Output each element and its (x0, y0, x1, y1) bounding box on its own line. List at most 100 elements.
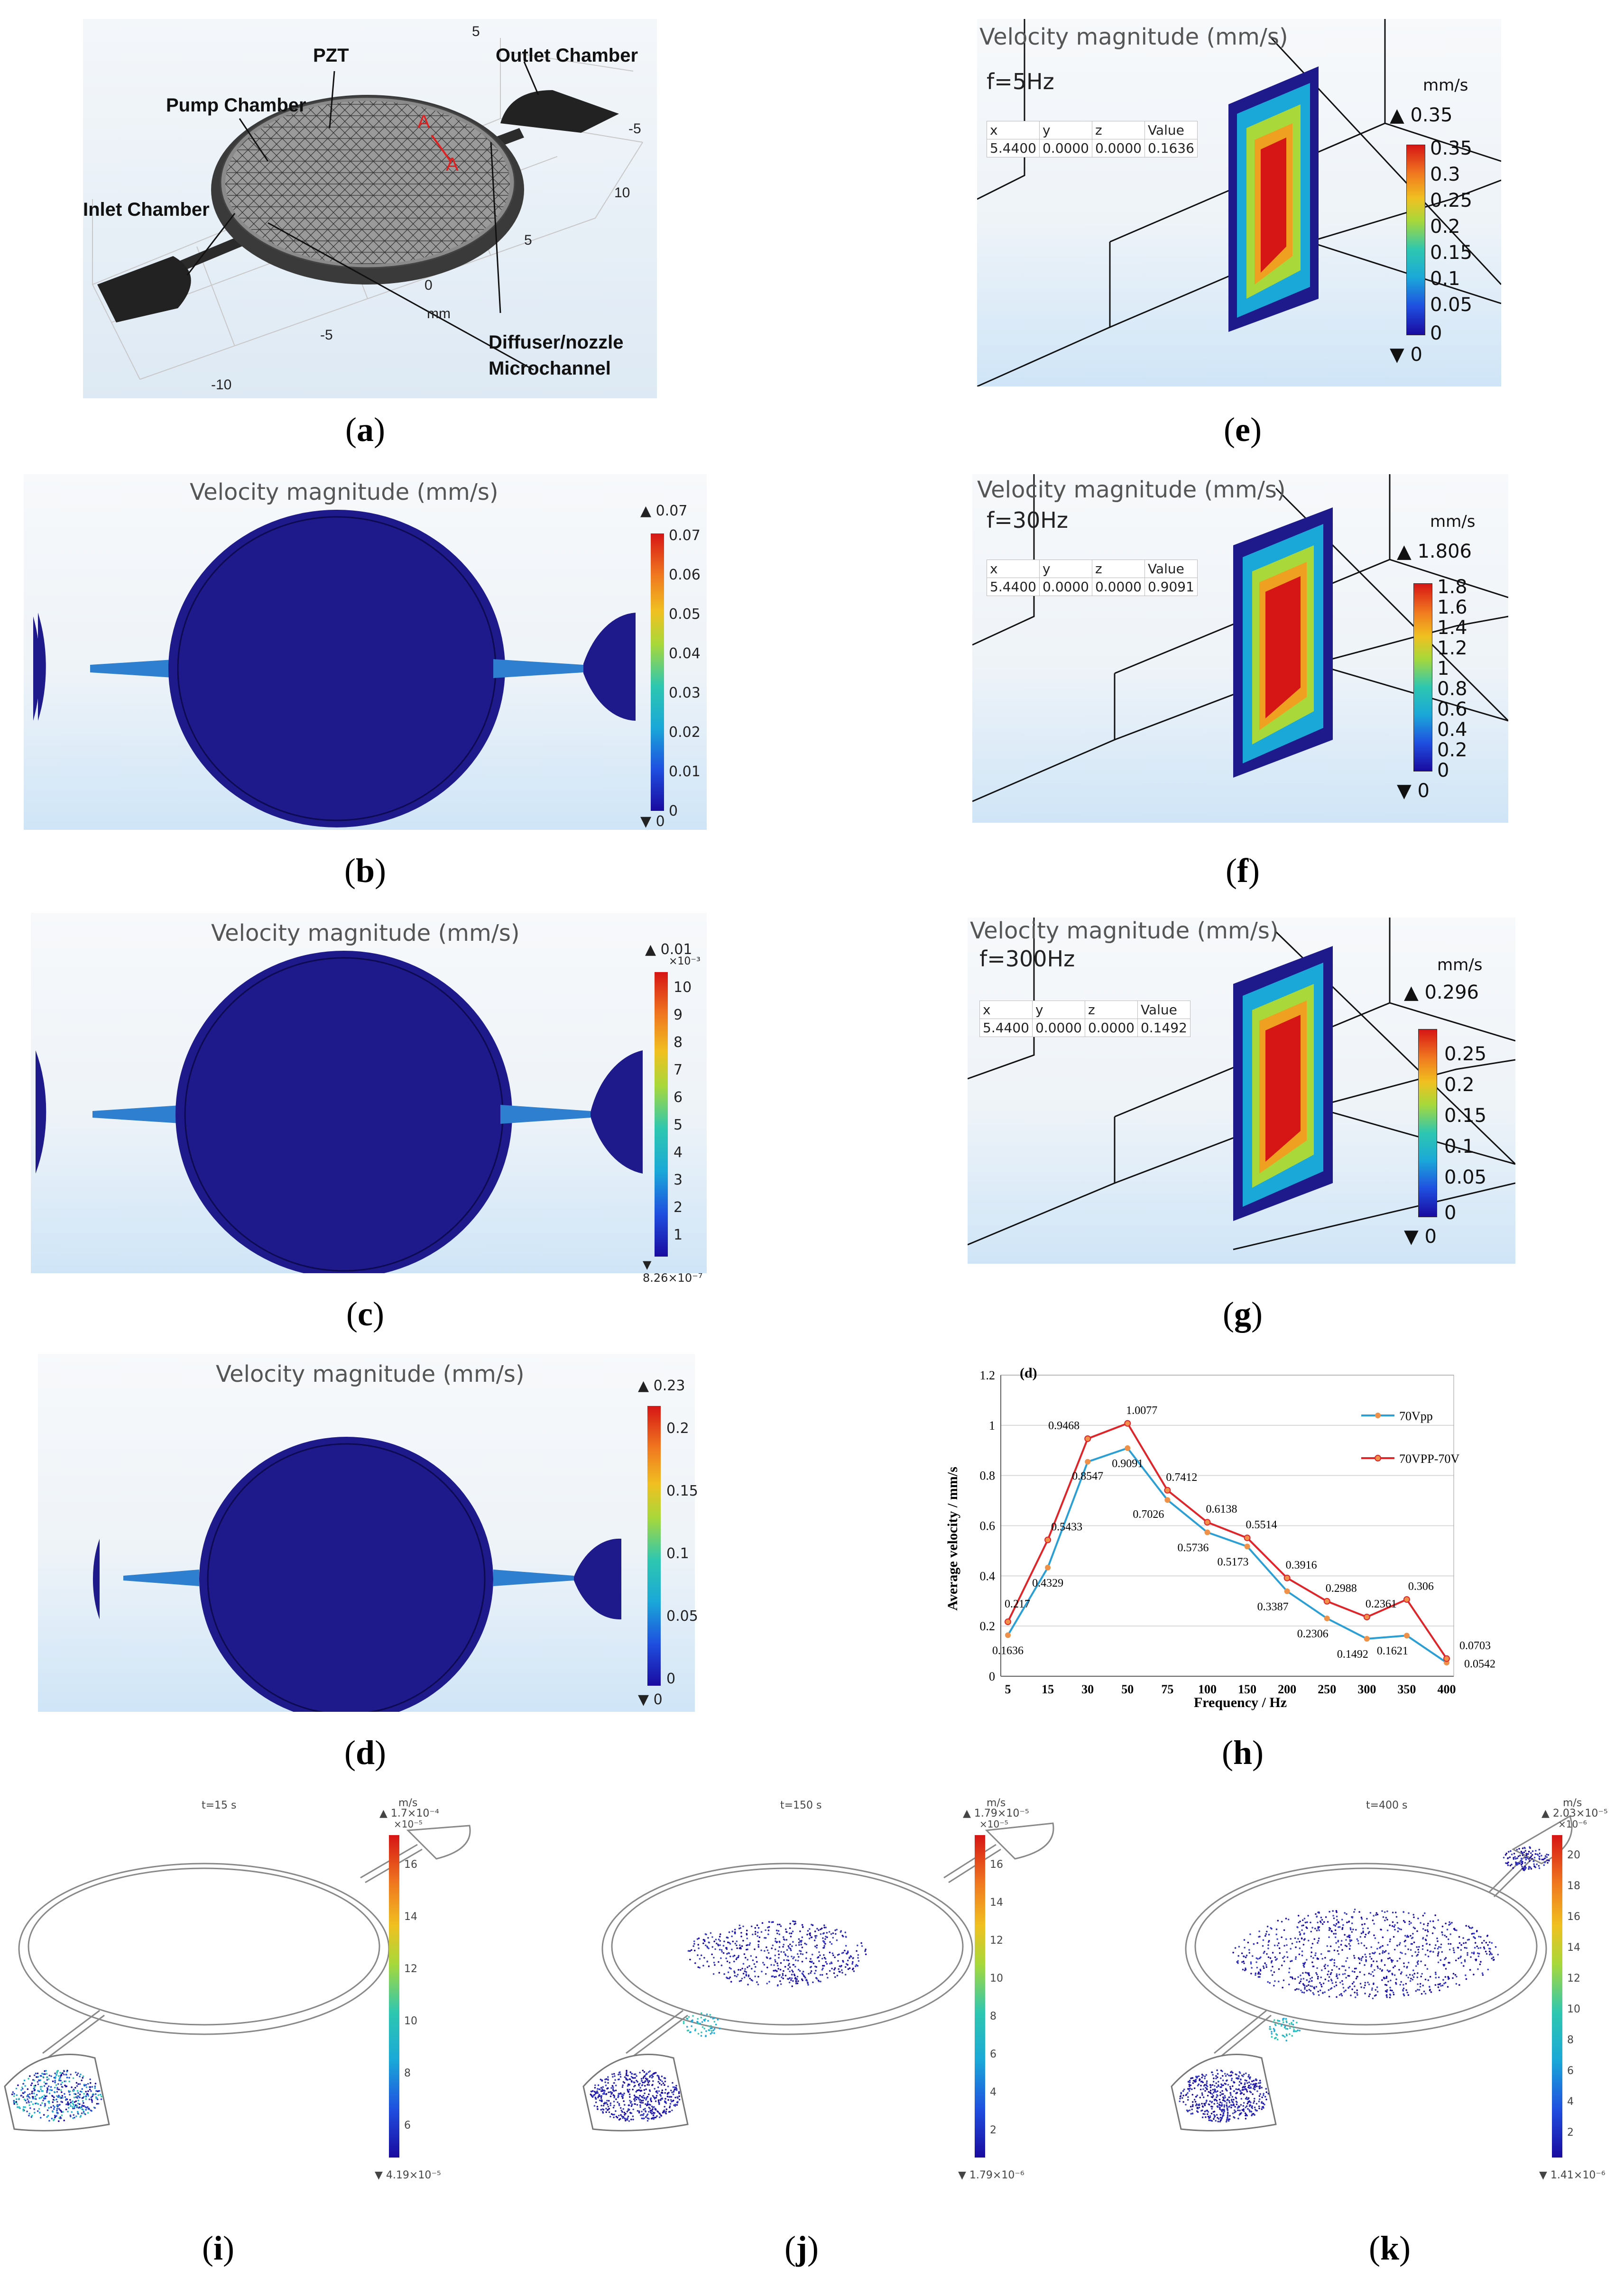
colorbar-g (1418, 1029, 1437, 1217)
particle (1487, 1944, 1489, 1946)
particle (822, 1937, 824, 1939)
particle (784, 1954, 787, 1956)
particle (1338, 1946, 1340, 1948)
particle (1395, 1916, 1398, 1918)
colorbar-c (655, 972, 668, 1257)
particle (742, 1925, 744, 1928)
particle (611, 2073, 613, 2076)
particle (734, 1932, 736, 1935)
particle (1355, 1967, 1357, 1970)
particle (799, 1930, 801, 1932)
particle (774, 1955, 776, 1956)
particle (1350, 1939, 1353, 1941)
particle (1219, 2107, 1221, 2109)
particle (734, 1929, 736, 1931)
particle (1412, 1978, 1414, 1981)
colorbar-tick: 14 (404, 1911, 417, 1923)
particle (77, 2095, 80, 2097)
probe-header: z (1091, 560, 1145, 578)
particle (1468, 1938, 1470, 1940)
particle (1272, 1952, 1274, 1954)
particle (1360, 1959, 1363, 1961)
particle (1429, 1986, 1430, 1988)
data-point (1124, 1420, 1131, 1427)
particle (1538, 1858, 1541, 1860)
particle (826, 1963, 828, 1965)
particle (1286, 1956, 1289, 1958)
particle (1191, 2105, 1194, 2107)
particle (702, 1942, 704, 1944)
particle (1430, 1950, 1432, 1952)
particle (594, 2084, 596, 2086)
particle (820, 1933, 822, 1935)
particle (37, 2072, 39, 2075)
particle (1234, 2106, 1236, 2108)
particle (1437, 1953, 1439, 1955)
particle (94, 2083, 97, 2085)
particle (634, 2103, 636, 2105)
particle (1302, 1978, 1305, 1980)
particle (1427, 1930, 1429, 1933)
particle (28, 2102, 30, 2103)
data-point (1125, 1445, 1131, 1451)
colorbar-tick: 0.06 (669, 567, 701, 583)
particle (659, 2082, 661, 2085)
particle (636, 2079, 637, 2082)
colorbar-e-max: ▲ 0.35 (1390, 104, 1453, 126)
particle (1336, 1975, 1338, 1977)
particle (742, 1973, 745, 1975)
particle (809, 1960, 811, 1963)
particle (1302, 1944, 1305, 1946)
particle (736, 1944, 738, 1947)
particle (1336, 1915, 1338, 1918)
particle (732, 1955, 734, 1957)
particle (75, 2071, 77, 2074)
particle (1245, 2114, 1246, 2117)
particle (1201, 2092, 1203, 2094)
particle (613, 2113, 615, 2116)
particle (783, 1959, 785, 1961)
particle (652, 2095, 654, 2097)
particle (624, 2114, 626, 2116)
particles-j (590, 1920, 867, 2122)
x-tick-label: 50 (1121, 1682, 1134, 1696)
particle (1246, 2103, 1248, 2104)
particle (77, 2112, 79, 2114)
particle (628, 2104, 630, 2106)
particle (627, 2075, 629, 2076)
particle (1238, 2114, 1240, 2116)
particle (60, 2101, 62, 2103)
particle (1345, 1989, 1347, 1992)
particle (605, 2085, 607, 2086)
particle (1334, 1929, 1337, 1931)
particle (1489, 1947, 1491, 1950)
particle (841, 1972, 843, 1974)
data-label: 0.0703 (1459, 1640, 1491, 1652)
particle (731, 1935, 733, 1938)
particle (1348, 1943, 1350, 1945)
particle (1191, 2088, 1193, 2090)
particle (697, 2018, 699, 2020)
particle (54, 2114, 56, 2117)
x-tick-label: 400 (1438, 1682, 1456, 1696)
particle (597, 2084, 600, 2086)
particle (56, 2095, 58, 2097)
probe-value: 0.1636 (1144, 139, 1198, 157)
particle (1354, 1971, 1356, 1973)
particle (1290, 1938, 1292, 1940)
particle (1297, 2029, 1299, 2031)
particle (699, 1966, 701, 1969)
particle (754, 1931, 757, 1933)
particle (1222, 2093, 1224, 2095)
particle (1206, 2085, 1209, 2087)
particle (1427, 1956, 1430, 1957)
particle (1373, 1975, 1375, 1977)
particle (1290, 1976, 1292, 1978)
particle (762, 1962, 764, 1964)
particle (58, 2117, 60, 2119)
particle (22, 2088, 24, 2090)
y-tick-label: 0.8 (980, 1469, 996, 1483)
data-label: 1.0077 (1126, 1405, 1157, 1417)
particle (21, 2086, 23, 2088)
particle (1421, 1945, 1424, 1947)
